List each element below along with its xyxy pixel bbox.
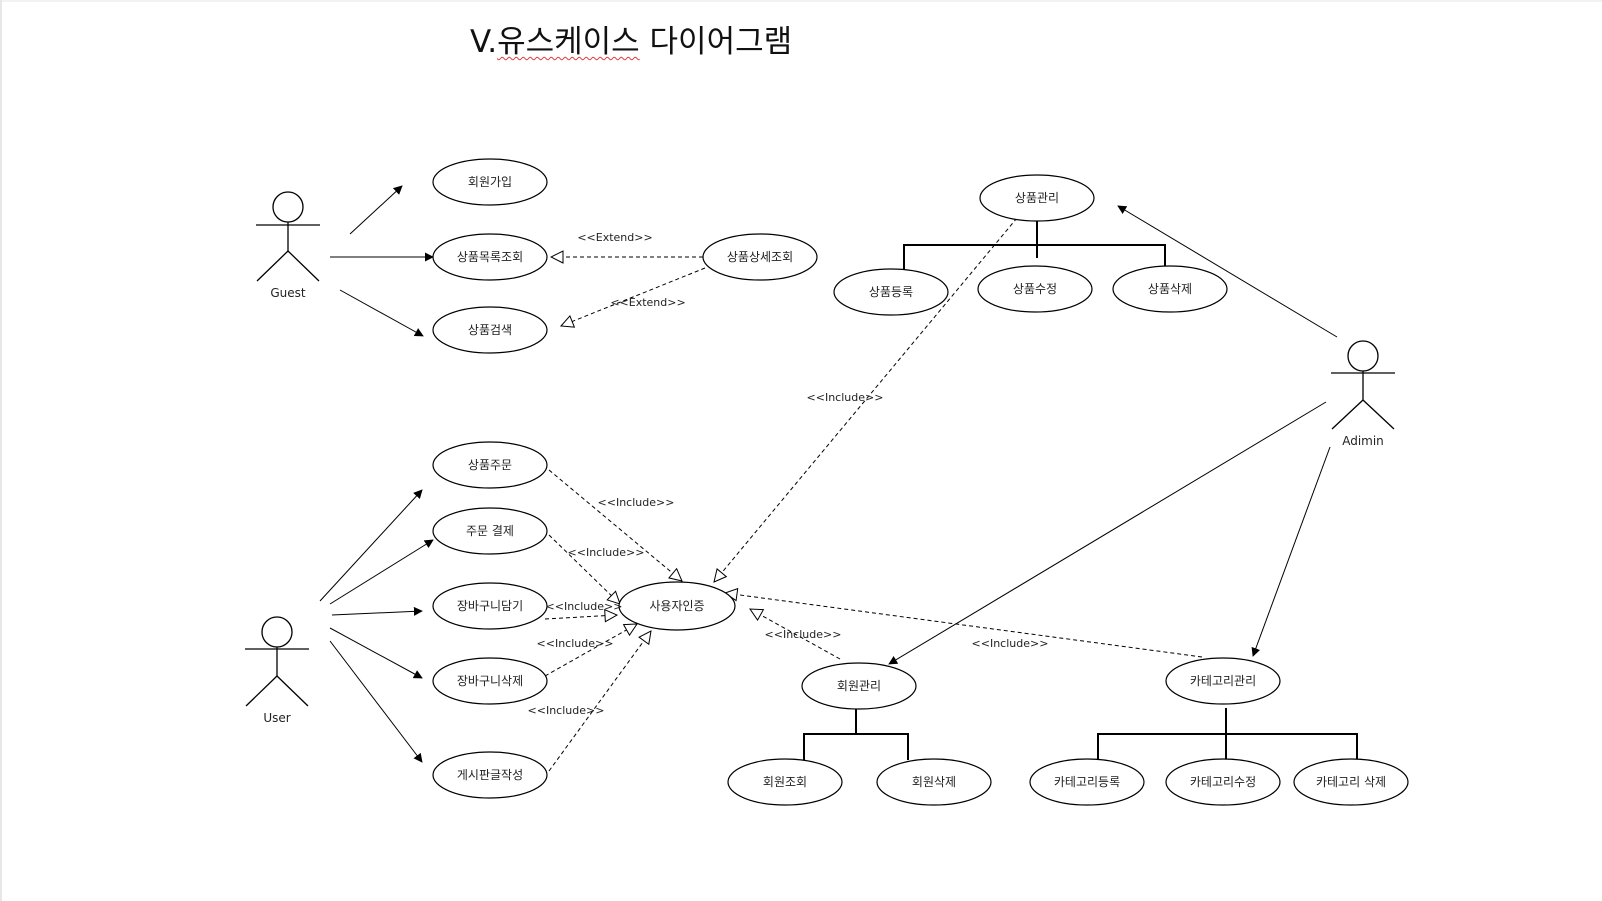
usecase-board-write[interactable] xyxy=(432,751,548,799)
include-label-cart-delete: <<Include>> xyxy=(537,637,614,650)
tree-member-bar xyxy=(803,733,909,760)
label-category-register: 카테고리등록 xyxy=(1054,775,1120,789)
usecase-product-search[interactable] xyxy=(432,306,548,354)
include-cart-delete-auth xyxy=(544,624,637,677)
assoc-guest-signup xyxy=(349,185,403,235)
label-product-delete: 상품삭제 xyxy=(1148,282,1192,296)
assoc-user-board-write xyxy=(329,640,423,763)
label-user-auth: 사용자인증 xyxy=(649,599,704,613)
tree-category-bar xyxy=(1097,733,1358,760)
label-product-manage: 상품관리 xyxy=(1015,191,1059,205)
assoc-guest-product-search xyxy=(339,289,424,337)
assoc-user-cart-add xyxy=(331,606,423,616)
actor-admin-head xyxy=(1347,340,1379,372)
actor-user[interactable] xyxy=(245,616,309,707)
usecase-user-auth[interactable] xyxy=(618,581,736,631)
label-category-delete: 카테고리 삭제 xyxy=(1316,775,1386,789)
label-member-delete: 회원삭제 xyxy=(912,775,956,789)
include-label-order: <<Include>> xyxy=(598,496,675,509)
usecase-member-manage[interactable] xyxy=(801,662,917,710)
actor-user-label: User xyxy=(263,711,290,725)
label-category-edit: 카테고리수정 xyxy=(1190,775,1256,789)
label-product-edit: 상품수정 xyxy=(1013,282,1057,296)
stereotype-labels: <<Extend>> <<Extend>> <<Include>> <<Incl… xyxy=(528,231,1049,717)
label-cart-delete: 장바구니삭제 xyxy=(457,674,523,688)
extend-label-search: <<Extend>> xyxy=(610,296,685,309)
include-label-payment: <<Include>> xyxy=(568,546,645,559)
label-product-search: 상품검색 xyxy=(468,323,512,337)
extend-label-list: <<Extend>> xyxy=(577,231,652,244)
usecase-member-delete[interactable] xyxy=(876,758,992,806)
usecase-product-register[interactable] xyxy=(833,268,949,316)
usecase-ellipses xyxy=(432,158,1409,806)
include-member-manage-auth xyxy=(750,609,841,660)
usecase-member-view[interactable] xyxy=(727,758,843,806)
usecase-product-manage[interactable] xyxy=(979,174,1095,222)
assoc-admin-category-manage xyxy=(1251,446,1331,657)
tree-connectors xyxy=(803,221,1358,760)
actor-guest[interactable] xyxy=(256,191,320,282)
usecase-category-delete[interactable] xyxy=(1293,758,1409,806)
dependencies xyxy=(544,217,1203,772)
spellcheck-underlined-word: 유스케이스 xyxy=(497,24,640,60)
usecase-cart-add[interactable] xyxy=(432,582,548,630)
usecase-category-register[interactable] xyxy=(1029,758,1145,806)
usecase-signup[interactable] xyxy=(432,158,548,206)
include-label-product-manage: <<Include>> xyxy=(807,391,884,404)
label-order-payment: 주문 결제 xyxy=(466,524,514,538)
usecase-product-order[interactable] xyxy=(432,441,548,489)
usecase-product-detail[interactable] xyxy=(702,233,818,281)
actor-admin[interactable] xyxy=(1331,340,1395,430)
usecase-category-manage[interactable] xyxy=(1165,657,1281,705)
actor-guest-head xyxy=(272,191,304,223)
assoc-user-payment xyxy=(329,539,434,605)
usecase-category-edit[interactable] xyxy=(1165,758,1281,806)
usecase-product-delete[interactable] xyxy=(1112,265,1228,313)
usecase-cart-delete[interactable] xyxy=(432,657,548,705)
include-label-member-manage: <<Include>> xyxy=(765,628,842,641)
associations xyxy=(319,185,1338,763)
include-payment-auth xyxy=(548,534,620,604)
label-member-manage: 회원관리 xyxy=(837,679,881,693)
assoc-admin-product-manage xyxy=(1117,205,1338,338)
include-cart-add-auth xyxy=(544,615,617,619)
actor-user-head xyxy=(261,616,293,648)
usecase-product-list[interactable] xyxy=(432,233,548,281)
assoc-user-order xyxy=(319,489,423,602)
label-signup: 회원가입 xyxy=(468,175,512,189)
include-label-category-manage: <<Include>> xyxy=(972,637,1049,650)
label-product-register: 상품등록 xyxy=(869,285,913,299)
usecase-labels: 회원가입 상품목록조회 상품검색 상품상세조회 상품주문 주문 결제 장바구니담… xyxy=(457,175,1386,789)
include-label-board: <<Include>> xyxy=(528,704,605,717)
label-category-manage: 카테고리관리 xyxy=(1190,674,1256,688)
tree-product-bar xyxy=(903,244,1166,270)
label-product-detail: 상품상세조회 xyxy=(727,250,793,264)
label-cart-add: 장바구니담기 xyxy=(457,599,523,613)
include-product-manage-auth xyxy=(714,217,1018,582)
label-product-list: 상품목록조회 xyxy=(457,250,523,264)
label-member-view: 회원조회 xyxy=(763,775,807,789)
page-title: V.유스케이스 다이어그램 xyxy=(470,24,793,60)
actor-admin-label: Adimin xyxy=(1342,434,1384,448)
include-category-manage-auth xyxy=(725,593,1203,658)
assoc-user-cart-delete xyxy=(329,627,423,679)
include-label-cart-add: <<Include>> xyxy=(546,600,623,613)
actor-guest-label: Guest xyxy=(270,286,306,300)
label-product-order: 상품주문 xyxy=(468,458,512,472)
assoc-admin-member-manage xyxy=(888,401,1327,665)
include-board-auth xyxy=(548,631,651,772)
label-board-write: 게시판글작성 xyxy=(457,768,523,782)
extend-detail-search xyxy=(561,267,706,326)
include-order-auth xyxy=(548,469,682,581)
usecase-order-payment[interactable] xyxy=(432,507,548,555)
usecase-product-edit[interactable] xyxy=(977,265,1093,313)
